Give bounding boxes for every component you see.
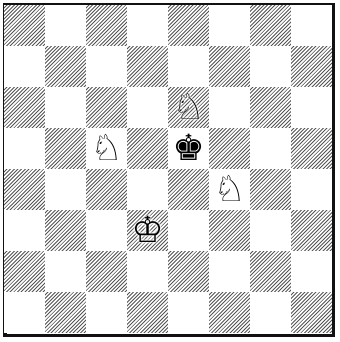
square-a4[interactable]	[4, 169, 45, 210]
square-f5[interactable]	[209, 128, 250, 169]
square-a2[interactable]	[4, 251, 45, 292]
square-e3[interactable]	[168, 210, 209, 251]
square-c4[interactable]	[86, 169, 127, 210]
square-g5[interactable]	[250, 128, 291, 169]
square-g4[interactable]	[250, 169, 291, 210]
square-c8[interactable]	[86, 5, 127, 46]
square-d5[interactable]	[127, 128, 168, 169]
square-b1[interactable]	[45, 292, 86, 333]
square-d2[interactable]	[127, 251, 168, 292]
square-f8[interactable]	[209, 5, 250, 46]
square-e1[interactable]	[168, 292, 209, 333]
black-king-icon[interactable]: ♚	[168, 128, 209, 169]
square-c5[interactable]: ♘	[86, 128, 127, 169]
square-h2[interactable]	[291, 251, 332, 292]
square-b3[interactable]	[45, 210, 86, 251]
square-e8[interactable]	[168, 5, 209, 46]
square-f7[interactable]	[209, 46, 250, 87]
square-a1[interactable]	[4, 292, 45, 333]
square-b8[interactable]	[45, 5, 86, 46]
square-d4[interactable]	[127, 169, 168, 210]
square-b2[interactable]	[45, 251, 86, 292]
square-e5[interactable]: ♚	[168, 128, 209, 169]
square-a6[interactable]	[4, 87, 45, 128]
square-h7[interactable]	[291, 46, 332, 87]
square-h6[interactable]	[291, 87, 332, 128]
square-d8[interactable]	[127, 5, 168, 46]
square-d1[interactable]	[127, 292, 168, 333]
square-f6[interactable]	[209, 87, 250, 128]
square-c6[interactable]	[86, 87, 127, 128]
square-a7[interactable]	[4, 46, 45, 87]
square-b7[interactable]	[45, 46, 86, 87]
square-a5[interactable]	[4, 128, 45, 169]
square-g6[interactable]	[250, 87, 291, 128]
square-a3[interactable]	[4, 210, 45, 251]
square-f1[interactable]	[209, 292, 250, 333]
square-d3[interactable]: ♔	[127, 210, 168, 251]
square-c3[interactable]	[86, 210, 127, 251]
square-e7[interactable]	[168, 46, 209, 87]
square-b4[interactable]	[45, 169, 86, 210]
square-g3[interactable]	[250, 210, 291, 251]
white-knight-icon[interactable]: ♘	[168, 87, 209, 128]
square-h3[interactable]	[291, 210, 332, 251]
square-b6[interactable]	[45, 87, 86, 128]
square-e6[interactable]: ♘	[168, 87, 209, 128]
square-f4[interactable]: ♘	[209, 169, 250, 210]
white-knight-icon[interactable]: ♘	[209, 169, 250, 210]
white-knight-icon[interactable]: ♘	[86, 128, 127, 169]
square-h1[interactable]	[291, 292, 332, 333]
square-h5[interactable]	[291, 128, 332, 169]
square-g1[interactable]	[250, 292, 291, 333]
square-e2[interactable]	[168, 251, 209, 292]
square-c7[interactable]	[86, 46, 127, 87]
square-d7[interactable]	[127, 46, 168, 87]
square-g2[interactable]	[250, 251, 291, 292]
chess-board[interactable]: ♘♘♚♘♔	[4, 5, 332, 333]
white-king-icon[interactable]: ♔	[127, 210, 168, 251]
square-c1[interactable]	[86, 292, 127, 333]
square-c2[interactable]	[86, 251, 127, 292]
square-a8[interactable]	[4, 5, 45, 46]
square-h4[interactable]	[291, 169, 332, 210]
square-e4[interactable]	[168, 169, 209, 210]
square-g8[interactable]	[250, 5, 291, 46]
square-f2[interactable]	[209, 251, 250, 292]
square-f3[interactable]	[209, 210, 250, 251]
square-h8[interactable]	[291, 5, 332, 46]
square-b5[interactable]	[45, 128, 86, 169]
square-d6[interactable]	[127, 87, 168, 128]
square-g7[interactable]	[250, 46, 291, 87]
